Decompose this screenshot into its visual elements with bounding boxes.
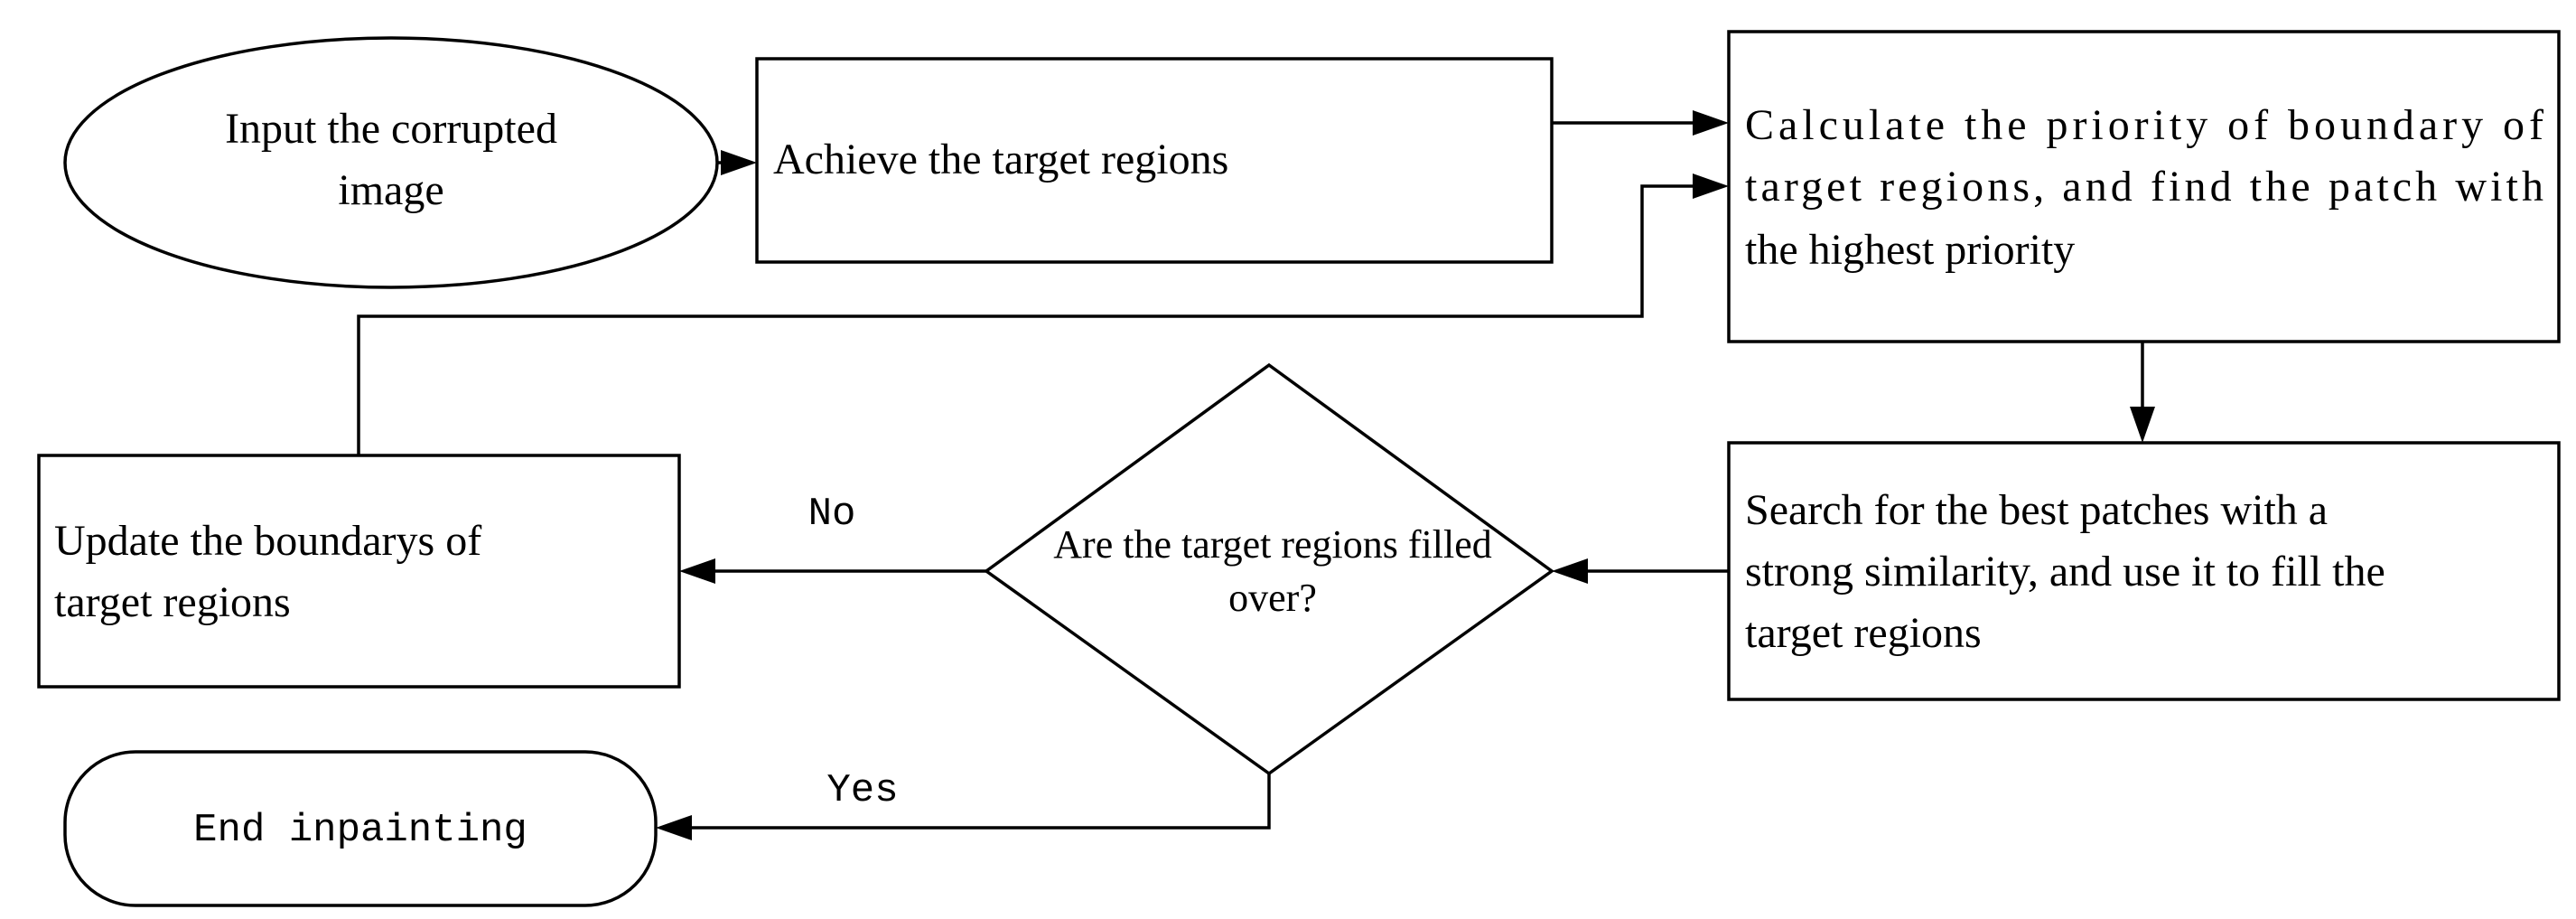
edge-achieve-to-calculate <box>1552 110 1729 136</box>
node-input: Input the corrupted image <box>63 36 719 289</box>
node-update-line2: target regions <box>54 578 291 626</box>
edge-search-to-decision <box>1552 558 1729 584</box>
node-search-line2: strong similarity, and use it to fill th… <box>1745 548 2385 595</box>
edge-update-to-calculate <box>357 173 1729 455</box>
edge-calculate-to-search <box>2130 342 2155 443</box>
node-search-line3: target regions <box>1745 609 1982 657</box>
node-end: End inpainting <box>63 750 658 907</box>
edge-decision-to-update <box>679 558 986 584</box>
node-achieve-text: Achieve the target regions <box>773 136 1228 183</box>
node-calculate: Calculate the priority of boundary of ta… <box>1727 30 2561 343</box>
edge-label-no: No <box>808 492 856 537</box>
node-search-line1: Search for the best patches with a <box>1745 486 2328 534</box>
node-decision: Are the target regions filled over? <box>984 362 1554 776</box>
node-update-line1: Update the boundarys of <box>54 517 481 565</box>
node-input-line1: Input the corrupted <box>225 105 557 153</box>
node-end-text: End inpainting <box>193 808 527 853</box>
node-achieve: Achieve the target regions <box>755 57 1554 264</box>
edge-label-yes: Yes <box>826 768 898 813</box>
node-input-line2: image <box>338 166 443 214</box>
node-calculate-line3: the highest priority <box>1745 226 2075 274</box>
node-decision-line2: over? <box>1228 576 1317 620</box>
node-calculate-line2: target regions, and find the patch with <box>1745 163 2543 211</box>
node-decision-line1: Are the target regions filled <box>1053 522 1491 567</box>
edge-decision-to-end <box>656 774 1271 840</box>
node-search: Search for the best patches with a stron… <box>1727 441 2561 701</box>
node-calculate-line1: Calculate the priority of boundary of <box>1745 101 2543 149</box>
node-update: Update the boundarys of target regions <box>37 454 681 689</box>
